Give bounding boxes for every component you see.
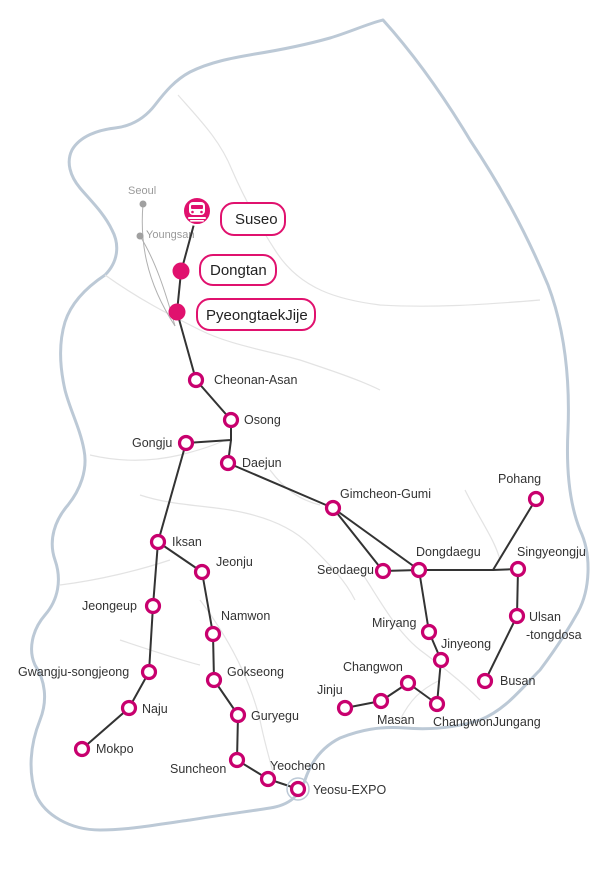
pyeongtaekjije-station-marker[interactable] <box>168 303 186 321</box>
namwon-station[interactable] <box>204 625 222 643</box>
masan-station[interactable] <box>372 692 390 710</box>
jeonju-label: Jeonju <box>216 555 253 569</box>
suseo-label-box[interactable] <box>220 202 286 236</box>
jeongeup-station[interactable] <box>144 597 162 615</box>
changwon-station[interactable] <box>399 674 417 692</box>
seodaegu-station[interactable] <box>374 562 392 580</box>
youngsan-dot <box>136 232 144 240</box>
iksan-station[interactable] <box>149 533 167 551</box>
station-markers <box>73 371 545 798</box>
pyeongtaekjije-label-box[interactable] <box>196 298 316 331</box>
dongtan-label: Dongtan <box>210 262 267 279</box>
suncheon-station[interactable] <box>228 751 246 769</box>
gongju-label: Gongju <box>132 436 172 450</box>
mokpo-station[interactable] <box>73 740 91 758</box>
gimcheon-gumi-station[interactable] <box>324 499 342 517</box>
miryang-station[interactable] <box>420 623 438 641</box>
train-icon <box>188 202 206 222</box>
rail-changwon <box>344 682 438 709</box>
dongtan-station-marker[interactable] <box>172 262 190 280</box>
osong-station[interactable] <box>222 411 240 429</box>
singyeongju-label: Singyeongju <box>517 545 586 559</box>
yeocheon-station[interactable] <box>259 770 277 788</box>
gimcheon-gumi-label: Gimcheon-Gumi <box>340 487 431 501</box>
yeosu-expo-halo <box>286 777 310 801</box>
cheonan-asan-station[interactable] <box>187 371 205 389</box>
station-labels: Cheonan-Asan Osong Gongju Daejun Gimcheo… <box>18 373 586 797</box>
jinju-station[interactable] <box>336 699 354 717</box>
pohang-label: Pohang <box>498 472 541 486</box>
landmass-outline <box>29 18 590 832</box>
singyeongju-station[interactable] <box>509 560 527 578</box>
ulsan-label-line1: Ulsan <box>529 610 561 624</box>
ulsan-tongdosa-station[interactable] <box>508 607 526 625</box>
masan-label: Masan <box>377 713 415 727</box>
busan-station[interactable] <box>476 672 494 690</box>
gwangju-songjeong-label: Gwangju-songjeong <box>18 665 129 679</box>
dongdaegu-station[interactable] <box>410 561 428 579</box>
jeongeup-label: Jeongeup <box>82 599 137 613</box>
yeocheon-label: Yeocheon <box>270 759 325 773</box>
gokseong-station[interactable] <box>205 671 223 689</box>
daejun-label: Daejun <box>242 456 282 470</box>
seodaegu-label: Seodaegu <box>317 563 374 577</box>
seoul-label: Seoul <box>128 185 156 197</box>
rail-pohang <box>492 498 537 571</box>
mokpo-label: Mokpo <box>96 742 134 756</box>
pyeongtaekjije-label: PyeongtaekJije <box>206 307 308 324</box>
naju-station[interactable] <box>120 699 138 717</box>
highlight-stations: Suseo Dongtan PyeongtaekJije <box>168 196 316 331</box>
jinyeong-station[interactable] <box>432 651 450 669</box>
guryegu-station[interactable] <box>229 706 247 724</box>
province-borders <box>59 94 541 781</box>
iksan-label: Iksan <box>172 535 202 549</box>
suseo-label: Suseo <box>235 211 278 228</box>
namwon-label: Namwon <box>221 609 270 623</box>
yeosu-expo-station[interactable] <box>289 780 307 798</box>
ulsan-label-line2: -tongdosa <box>526 628 582 642</box>
jinju-label: Jinju <box>317 683 343 697</box>
pohang-station[interactable] <box>527 490 545 508</box>
naju-label: Naju <box>142 702 168 716</box>
dongdaegu-label: Dongdaegu <box>416 545 481 559</box>
guryegu-label: Guryegu <box>251 709 299 723</box>
jeonju-station[interactable] <box>193 563 211 581</box>
gwangju-songjeong-station[interactable] <box>140 663 158 681</box>
changwonjungang-label: ChangwonJungang <box>433 715 541 729</box>
cheonan-asan-label: Cheonan-Asan <box>214 373 297 387</box>
dongtan-label-box[interactable] <box>199 254 277 286</box>
changwonjungang-station[interactable] <box>428 695 446 713</box>
gokseong-label: Gokseong <box>227 665 284 679</box>
miryang-label: Miryang <box>372 616 417 630</box>
rail-gyeongjeon <box>418 569 442 705</box>
youngsan-label: Youngsan <box>146 229 195 241</box>
yeosu-expo-label: Yeosu-EXPO <box>313 783 386 797</box>
suncheon-label: Suncheon <box>170 762 226 776</box>
osong-label: Osong <box>244 413 281 427</box>
changwon-label: Changwon <box>343 660 403 674</box>
busan-label: Busan <box>500 674 535 688</box>
seoul-dot <box>139 200 147 208</box>
jinyeong-label: Jinyeong <box>441 637 491 651</box>
gongju-station[interactable] <box>177 434 195 452</box>
daejun-station[interactable] <box>219 454 237 472</box>
